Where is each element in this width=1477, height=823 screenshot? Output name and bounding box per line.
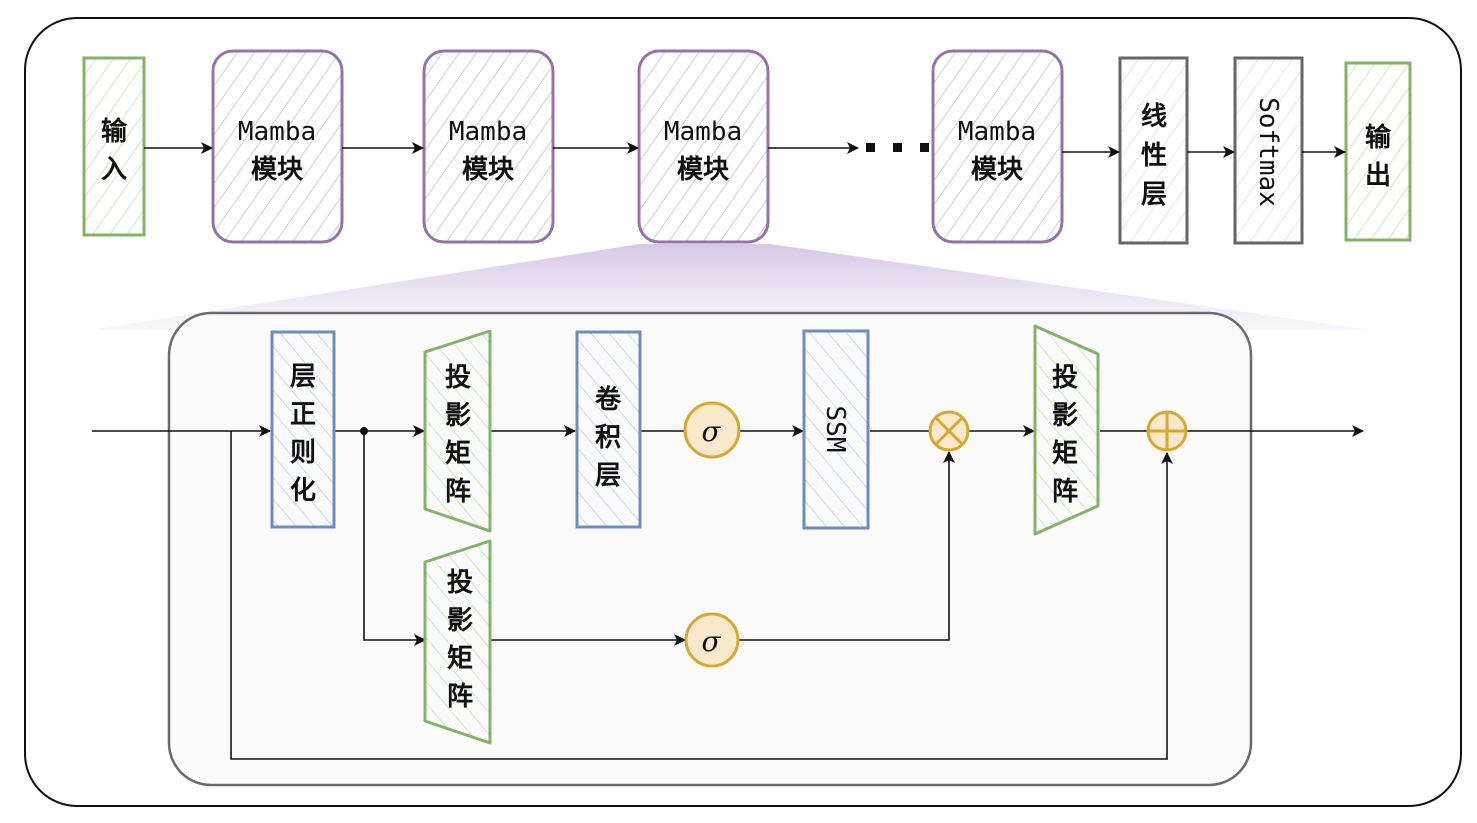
sigma-activation-top: σ (683, 401, 741, 459)
projection-out-label-1: 投 (1052, 363, 1078, 393)
add-operator (1146, 410, 1188, 452)
linear-layer-label-3: 层 (1141, 180, 1167, 210)
projection-top-label-1: 投 (445, 363, 471, 393)
linear-layer-label-1: 线 (1141, 102, 1167, 132)
ssm-node: SSM (802, 329, 870, 530)
mamba-block-1-title: Mamba (238, 117, 316, 147)
mamba-block-3-subtitle: 模块 (677, 155, 729, 185)
conv-layer-label-3: 层 (595, 461, 621, 491)
projection-out-label-2: 影 (1052, 401, 1078, 431)
input-node: 输 入 (82, 56, 146, 237)
mamba-block-1: Mamba 模块 (211, 49, 344, 244)
wire-gate-to-multiply (739, 451, 955, 641)
input-label-2: 入 (101, 155, 127, 185)
softmax-node: Softmax (1233, 56, 1304, 245)
projection-top-label-4: 阵 (445, 477, 471, 507)
zoom-funnel (90, 244, 1370, 330)
projection-bottom-label-4: 阵 (447, 682, 473, 712)
mamba-block-2-subtitle: 模块 (462, 155, 514, 185)
projection-top-node: 投 影 矩 阵 (423, 329, 492, 533)
mamba-block-3-title: Mamba (664, 117, 742, 147)
layer-norm-label-3: 则 (290, 438, 316, 468)
conv-layer-label-2: 积 (595, 423, 621, 453)
mamba-block-n-subtitle: 模块 (971, 155, 1023, 185)
mamba-block-n: Mamba 模块 (931, 49, 1064, 244)
projection-out-label-4: 阵 (1052, 477, 1078, 507)
linear-layer-label-2: 性 (1141, 141, 1167, 171)
ssm-label: SSM (820, 406, 850, 453)
output-label-1: 输 (1365, 122, 1392, 153)
projection-bottom-label-2: 影 (447, 606, 473, 636)
mamba-block-2-title: Mamba (449, 117, 527, 147)
layer-norm-label-4: 化 (290, 476, 316, 506)
projection-bottom-label-3: 矩 (447, 644, 473, 674)
mamba-block-3: Mamba 模块 (637, 49, 770, 244)
projection-out-label-3: 矩 (1052, 439, 1078, 469)
ellipsis-dots (866, 143, 929, 152)
sigma-activation-bottom: σ (684, 612, 740, 668)
mamba-block-1-subtitle: 模块 (251, 155, 303, 185)
wire-residual-skip (230, 431, 1173, 760)
softmax-label: Softmax (1253, 97, 1283, 207)
projection-top-label-2: 影 (445, 401, 471, 431)
input-label-1: 输 (101, 116, 128, 147)
conv-layer-node: 卷 积 层 (575, 330, 642, 529)
output-node: 输 出 (1344, 61, 1412, 242)
projection-top-label-3: 矩 (445, 439, 471, 469)
mamba-block-n-title: Mamba (958, 117, 1036, 147)
projection-bottom-label-1: 投 (447, 568, 473, 598)
projection-out-node: 投 影 矩 阵 (1033, 324, 1100, 536)
mamba-block-2: Mamba 模块 (422, 49, 555, 244)
linear-layer-node: 线 性 层 (1118, 56, 1189, 245)
sigma-bottom-label: σ (701, 625, 721, 658)
layer-norm-label-2: 正 (290, 400, 316, 430)
layer-norm-node: 层 正 则 化 (270, 330, 336, 529)
wire-branch-to-bottom-projection (363, 431, 426, 646)
projection-bottom-node: 投 影 矩 阵 (423, 539, 492, 745)
multiply-operator (928, 410, 970, 452)
output-label-2: 出 (1365, 161, 1391, 191)
conv-layer-label-1: 卷 (595, 385, 622, 415)
sigma-top-label: σ (701, 415, 721, 448)
layer-norm-label-1: 层 (290, 362, 316, 392)
